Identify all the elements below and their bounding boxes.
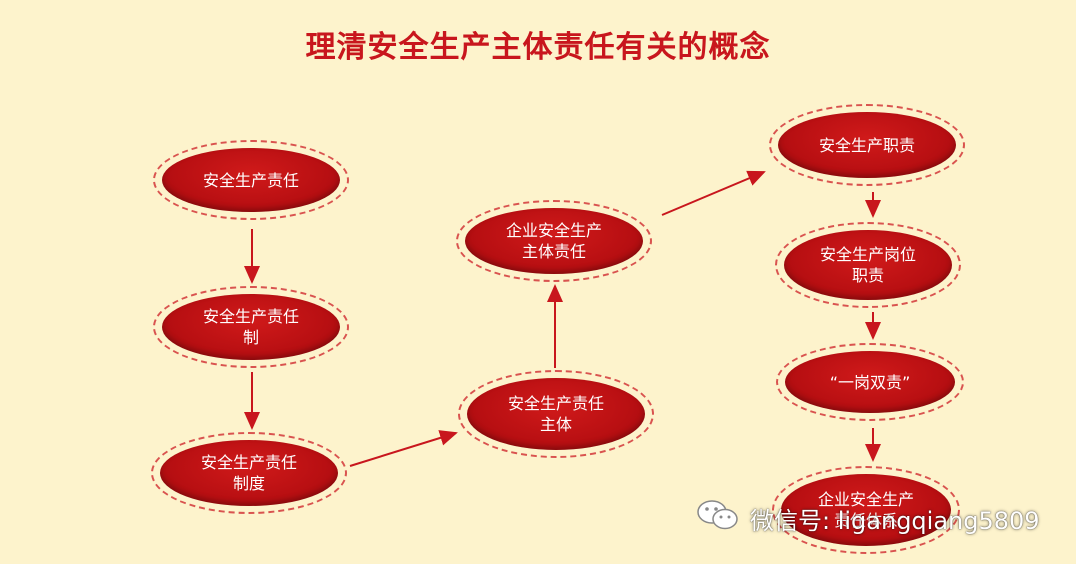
page-title: 理清安全生产主体责任有关的概念	[305, 30, 771, 65]
node-responsibility-framework: 企业安全生产 责任体系	[772, 466, 960, 554]
node-responsibility-regulations: 安全生产责任 制度	[151, 432, 347, 514]
node-responsibility-subject: 安全生产责任 主体	[458, 370, 654, 458]
node-post-duties: 安全生产岗位 职责	[775, 222, 961, 308]
arrow-n5-n6	[661, 170, 766, 216]
node-label: 安全生产岗位 职责	[784, 230, 952, 300]
node-label: 企业安全生产 主体责任	[465, 208, 643, 274]
node-label: “一岗双责”	[785, 351, 955, 413]
node-label: 安全生产责任 制	[162, 294, 340, 360]
wechat-watermark: 微信号: ligangqiang5809	[696, 498, 1040, 538]
node-enterprise-subject-responsibility: 企业安全生产 主体责任	[456, 200, 652, 282]
wechat-icon	[696, 498, 740, 538]
node-label: 安全生产职责	[778, 112, 956, 178]
node-label: 安全生产责任	[162, 148, 340, 212]
node-label: 安全生产责任 主体	[467, 378, 645, 450]
node-label: 安全生产责任 制度	[160, 440, 338, 506]
node-safety-duties: 安全生产职责	[769, 104, 965, 186]
node-responsibility-system: 安全生产责任 制	[153, 286, 349, 368]
arrow-n3-n4	[349, 430, 458, 467]
node-one-post-two-duties: “一岗双责”	[776, 343, 964, 421]
node-label: 企业安全生产 责任体系	[781, 474, 951, 546]
node-safety-responsibility: 安全生产责任	[153, 140, 349, 220]
watermark-text: 微信号: ligangqiang5809	[750, 506, 1040, 535]
